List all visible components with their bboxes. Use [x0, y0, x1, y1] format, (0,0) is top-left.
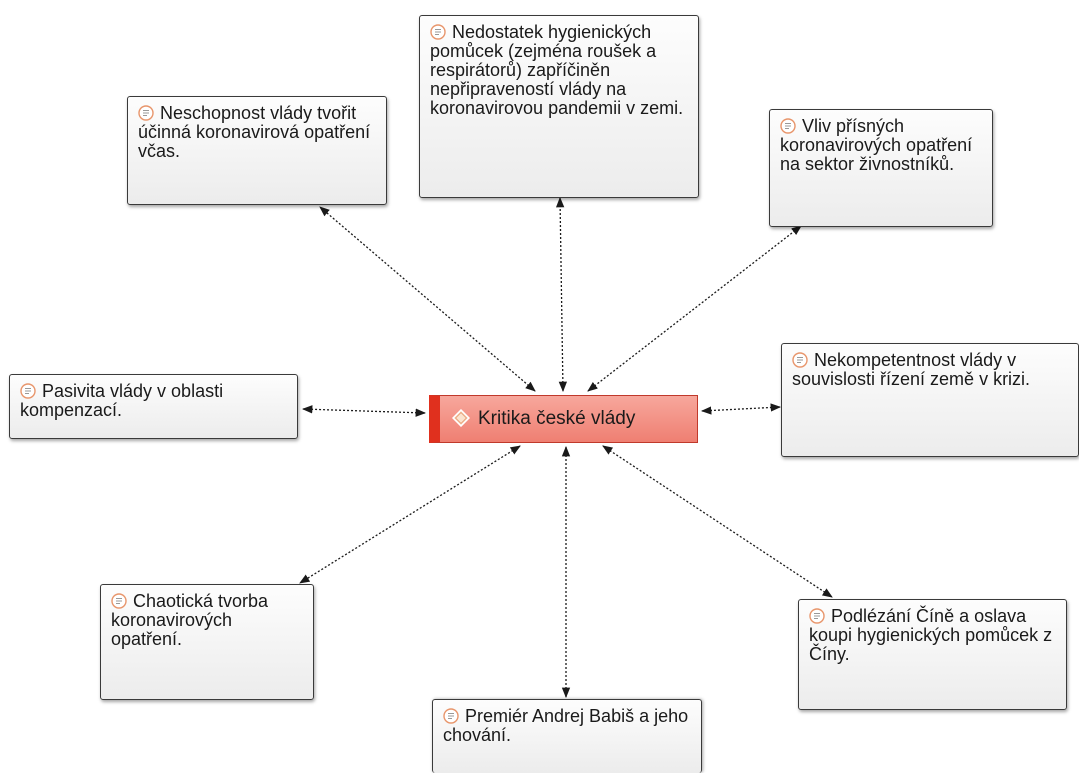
- node-pasivita[interactable]: Pasivita vlády v oblasti kompenzací.: [9, 374, 298, 439]
- link-podlezani: [602, 445, 833, 598]
- link-nekompetentnost: [700, 403, 782, 415]
- node-nedostatek[interactable]: Nedostatek hygienických pomůcek (zejména…: [419, 15, 699, 198]
- node-vliv[interactable]: Vliv přísných koronavirových opatření na…: [769, 109, 993, 227]
- memo-icon: [443, 708, 459, 724]
- memo-icon: [809, 608, 825, 624]
- link-neschopnost: [319, 206, 536, 392]
- node-chaoticka[interactable]: Chaotická tvorba koronavirových opatření…: [100, 584, 314, 700]
- memo-icon: [111, 593, 127, 609]
- link-chaoticka: [299, 445, 521, 584]
- memo-icon: [792, 352, 808, 368]
- node-text: Chaotická tvorba koronavirových opatření…: [111, 591, 269, 649]
- link-nedostatek: [555, 196, 568, 393]
- node-podlezani[interactable]: Podlézání Číně a oslava koupi hygienický…: [798, 599, 1067, 710]
- node-text: Vliv přísných koronavirových opatření na…: [780, 116, 973, 174]
- node-text: Nedostatek hygienických pomůcek (zejména…: [430, 22, 684, 118]
- memo-icon: [430, 24, 446, 40]
- node-text: Nekompetentnost vlády v souvislosti říze…: [792, 350, 1031, 389]
- link-vliv: [587, 225, 802, 392]
- memo-icon: [780, 118, 796, 134]
- node-premier[interactable]: Premiér Andrej Babiš a jeho chování.: [432, 699, 702, 773]
- node-text: Pasivita vlády v oblasti kompenzací.: [20, 381, 224, 420]
- node-text: Neschopnost vlády tvořit účinná koronavi…: [138, 103, 371, 161]
- code-diamond-icon: [452, 409, 470, 427]
- node-text: Premiér Andrej Babiš a jeho chování.: [443, 706, 689, 745]
- node-text: Podlézání Číně a oslava koupi hygienický…: [809, 606, 1053, 664]
- memo-icon: [138, 105, 154, 121]
- node-nekompetentnost[interactable]: Nekompetentnost vlády v souvislosti říze…: [781, 343, 1079, 457]
- center-label: Kritika české vlády: [478, 408, 636, 429]
- memo-icon: [20, 383, 36, 399]
- link-pasivita: [301, 405, 427, 417]
- node-neschopnost[interactable]: Neschopnost vlády tvořit účinná koronavi…: [127, 96, 387, 205]
- center-code-node[interactable]: Kritika české vlády: [429, 395, 698, 443]
